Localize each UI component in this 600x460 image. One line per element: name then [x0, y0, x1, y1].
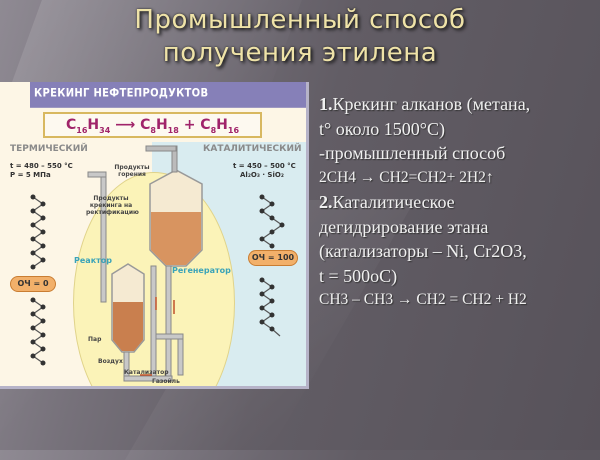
slide-content: 1.Крекинг алканов (метана, t° около 1500… — [319, 92, 599, 313]
title-line-1: Промышленный способ — [134, 5, 466, 35]
slide-title: Промышленный способ получения этилена — [0, 4, 600, 70]
item-2-line-4: t = 500oC) — [319, 265, 398, 286]
diagram-header: КРЕКИНГ НЕФТЕПРОДУКТОВ — [30, 82, 306, 108]
item-1-line-1: 1.Крекинг алканов (метана, — [319, 94, 531, 114]
label-steam: Пар — [88, 336, 102, 343]
molecule-structures — [30, 145, 285, 382]
thermal-label: ТЕРМИЧЕСКИЙ — [10, 144, 88, 154]
item-2-line-3: (катализаторы – Ni, Cr2O3, — [319, 241, 527, 261]
label-cracking-products: Продукты крекинга на ректификацию — [86, 195, 139, 216]
catalytic-label: КАТАЛИТИЧЕСКИЙ — [203, 144, 302, 154]
label-air: Воздух — [98, 358, 123, 365]
octane-catalytic-badge: ОЧ = 100 — [248, 250, 298, 266]
reactor-vessel — [111, 263, 145, 353]
octane-thermal-badge: ОЧ = 0 — [10, 276, 56, 292]
regenerator-vessel — [145, 145, 203, 267]
label-combustion-products: Продукты горения — [114, 164, 150, 178]
item-2-line-2: дегидрирование этана — [319, 216, 489, 237]
label-gasoil: Газойль — [152, 378, 180, 385]
cracking-equation: C16H34 ⟶ C8H18 + C8H16 — [43, 112, 262, 138]
label-catalyst: Катализатор — [124, 369, 169, 376]
catalytic-temp: t = 450 – 500 °C — [233, 162, 296, 170]
label-regenerator: Регенератор — [172, 266, 231, 275]
item-1-line-3: -промышленный способ — [319, 143, 506, 163]
title-line-2: получения этилена — [162, 38, 438, 68]
thermal-pressure: P = 5 МПа — [10, 171, 51, 179]
item-2-line-1: 2.Каталитическое — [319, 192, 455, 212]
item-1-line-2: t° около 1500°C) — [319, 118, 445, 139]
item-1-equation: 2CH4 → CH2=CH2+ 2H2↑ — [319, 168, 494, 186]
label-reactor: Реактор — [74, 256, 112, 265]
catalytic-catalyst: Al₂O₃ · SiO₂ — [240, 171, 284, 179]
item-2-equation: CH3 – CH3 → CH2 = CH2 + H2 — [319, 291, 527, 308]
cracking-diagram: КРЕКИНГ НЕФТЕПРОДУКТОВ C16H34 ⟶ C8H18 + … — [0, 82, 309, 389]
thermal-temp: t = 480 – 550 °C — [10, 162, 73, 170]
